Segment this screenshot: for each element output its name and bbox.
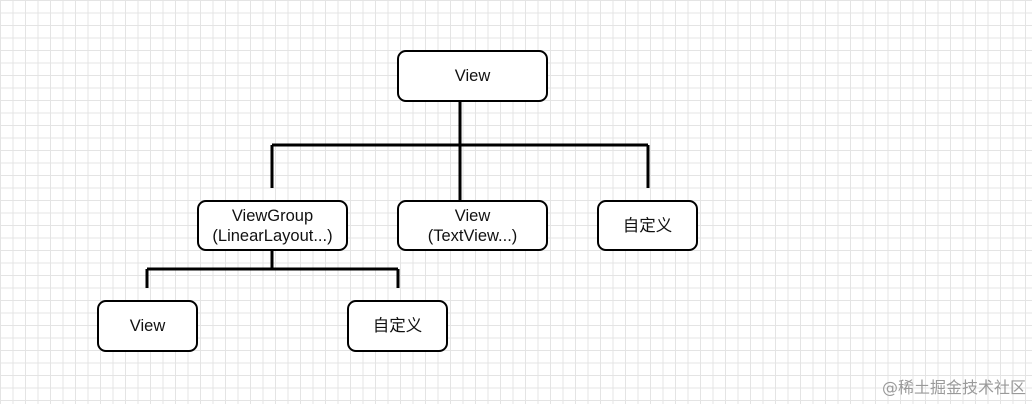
connector-viewgroup-to-children xyxy=(145,251,400,288)
connector-root-to-level1 xyxy=(270,102,650,200)
node-sublabel: (TextView...) xyxy=(427,226,518,245)
node-label: View xyxy=(454,206,491,225)
node-label: 自定义 xyxy=(622,216,673,235)
node-sublabel: (LinearLayout...) xyxy=(212,226,333,245)
node-viewgroup: ViewGroup (LinearLayout...) xyxy=(197,200,348,251)
node-label: ViewGroup xyxy=(231,206,314,225)
watermark: @稀土掘金技术社区 xyxy=(881,378,1026,397)
node-label: View xyxy=(129,317,166,335)
node-view-textview: View (TextView...) xyxy=(397,200,548,251)
node-view-root: View xyxy=(397,50,548,102)
node-view-child: View xyxy=(97,300,198,352)
node-label: 自定义 xyxy=(372,317,423,335)
node-custom-top: 自定义 xyxy=(597,200,698,251)
node-label: View xyxy=(454,67,491,85)
node-custom-child: 自定义 xyxy=(347,300,448,352)
